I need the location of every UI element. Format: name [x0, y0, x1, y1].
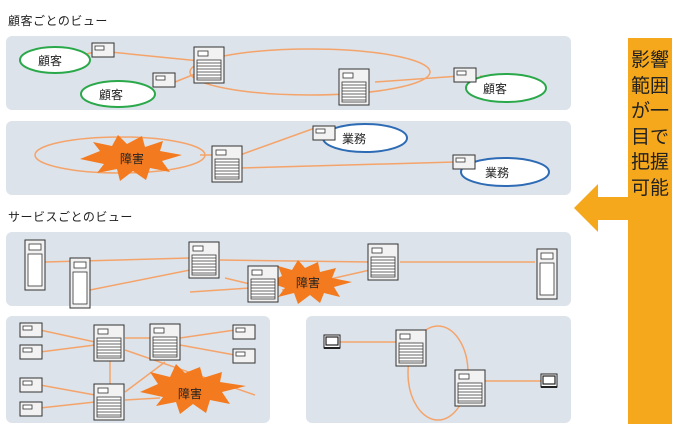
server-icon: [93, 324, 125, 362]
pc-icon: [19, 344, 43, 360]
links-service-panel-2: [39, 329, 256, 409]
pc-icon: [152, 72, 176, 88]
fault-burst-3: [140, 364, 246, 414]
server-icon: [211, 145, 243, 183]
tower-server-icon: [69, 257, 91, 309]
customer-view-title: 顧客ごとのビュー: [8, 14, 108, 28]
pc-icon: [452, 154, 476, 170]
pc-icon: [91, 42, 115, 58]
pc-icon: [453, 67, 477, 83]
service-panel-2: [6, 316, 270, 423]
server-icon: [367, 243, 399, 281]
business-oval-2: [460, 157, 550, 187]
impact-banner: [628, 38, 672, 424]
server-icon: [193, 46, 225, 84]
server-icon: [454, 369, 486, 407]
fault-burst-1: [80, 135, 182, 181]
pc-icon: [19, 377, 43, 393]
server-icon: [93, 383, 125, 421]
fault-label-2: 障害: [296, 275, 320, 290]
pc-icon: [19, 401, 43, 417]
fault-label-1: 障害: [120, 151, 144, 166]
service-panel-3: [306, 316, 571, 423]
pc-icon: [232, 348, 256, 364]
terminal-icon: [323, 334, 341, 349]
business-label-1: 業務: [342, 132, 366, 146]
business-label-2: 業務: [485, 166, 509, 180]
server-icon: [149, 323, 181, 361]
service-view-title: サービスごとのビュー: [8, 210, 133, 224]
links-service-panel-3: [340, 325, 541, 421]
tower-server-icon: [536, 248, 558, 300]
left-arrow-icon: [574, 184, 630, 232]
customer-oval-1: [19, 46, 91, 74]
fault-burst-2: [268, 260, 352, 304]
server-icon: [188, 241, 220, 279]
customer-label-3: 顧客: [483, 81, 507, 96]
server-icon: [247, 265, 279, 303]
terminal-icon: [540, 373, 558, 388]
server-icon: [338, 68, 370, 106]
tower-server-icon: [24, 239, 46, 291]
customer-label-1: 顧客: [38, 53, 62, 68]
customer-oval-2: [80, 80, 156, 108]
pc-icon: [19, 322, 43, 338]
server-icon: [395, 329, 427, 367]
impact-banner-text: 影響範囲が一目で把握可能: [630, 49, 669, 199]
pc-icon: [232, 324, 256, 340]
customer-label-2: 顧客: [99, 87, 123, 102]
customer-oval-3: [465, 73, 547, 103]
fault-label-3: 障害: [178, 386, 202, 401]
pc-icon: [312, 125, 336, 141]
